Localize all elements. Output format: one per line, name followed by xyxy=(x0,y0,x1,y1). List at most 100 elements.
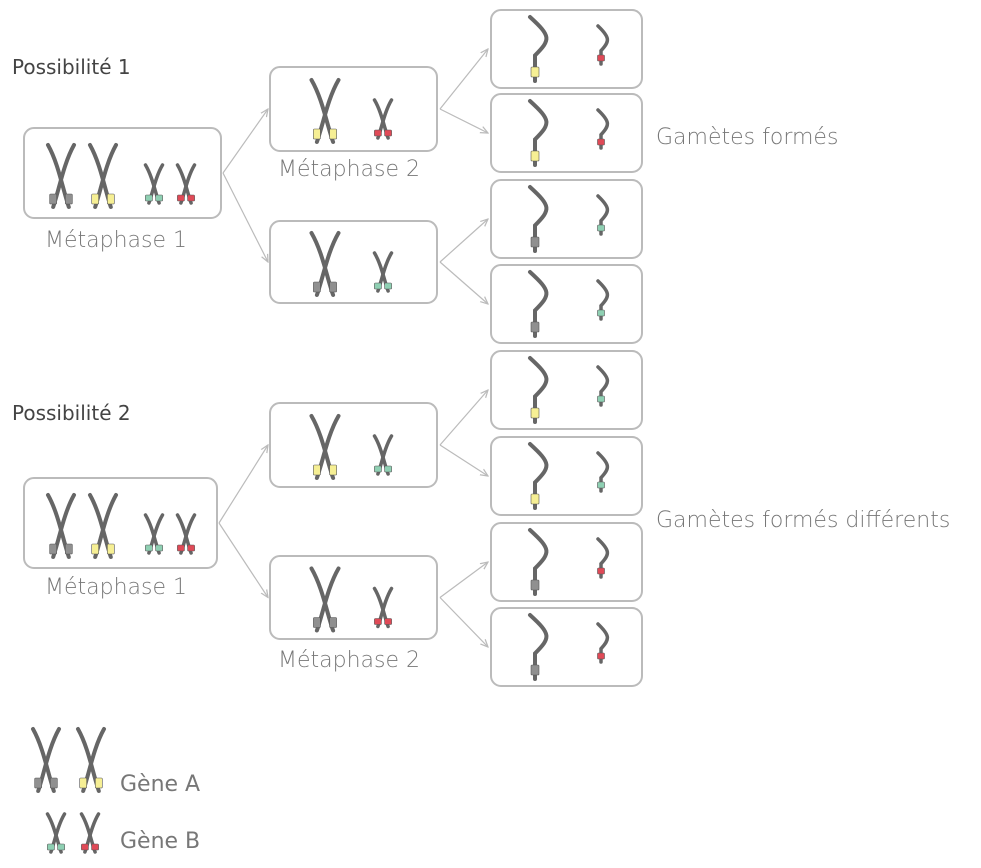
p1-gamete-1-chrom-a-allele xyxy=(530,66,540,78)
legend-chrom-b-green-allele xyxy=(57,843,65,851)
p1-m1-chrom-a1-allele xyxy=(65,193,73,205)
p1-arrow-m2-gamete-3 xyxy=(439,219,488,263)
p1-gamete-4-chrom-a-allele xyxy=(530,321,540,333)
p1-gametes-label: Gamètes formés xyxy=(656,125,839,150)
p1-metaphase-2-cell-1 xyxy=(269,66,438,152)
p2-arrow-m2-gamete-1 xyxy=(439,390,488,446)
p1-gamete-2-chrom-b-allele xyxy=(597,138,605,146)
p2-m1-chrom-a2-allele xyxy=(91,543,99,555)
p1-arrow-m2-gamete-2 xyxy=(439,108,488,133)
p2-gamete-3-chrom-b-allele xyxy=(597,567,605,575)
p2-m1-chrom-a2-allele xyxy=(107,543,115,555)
p2-gamete-1-chrom-a-allele xyxy=(530,407,540,419)
p2-m2-2-chrom-a-allele xyxy=(329,617,337,628)
p2-gamete-3-chrom-a xyxy=(528,528,549,596)
p2-gamete-4 xyxy=(490,607,643,687)
p1-m1-chrom-a2-allele xyxy=(91,193,99,205)
p1-m2-2-chrom-b-allele xyxy=(384,282,392,290)
p1-arrow-m1-m2-2 xyxy=(222,172,268,262)
p1-m1-chrom-b2-allele xyxy=(177,194,185,202)
p1-metaphase-1-label: Métaphase 1 xyxy=(45,228,188,253)
p1-gamete-4-chrom-b-allele xyxy=(597,309,605,317)
p2-m1-chrom-b2-allele xyxy=(187,544,195,552)
p1-m1-chrom-a1-allele xyxy=(49,193,58,205)
p1-m2-2-chrom-a-allele xyxy=(329,281,337,293)
possibility-1-heading: Possibilité 1 xyxy=(12,55,131,79)
p2-gamete-4-chrom-a xyxy=(528,613,549,681)
legend-chrom-a-yellow-allele xyxy=(95,777,103,789)
p1-gamete-2 xyxy=(490,93,643,173)
p2-gamete-3-chrom-a-allele xyxy=(530,579,540,591)
p2-gamete-3-chrom-b xyxy=(596,537,610,579)
p1-gamete-2-chrom-b xyxy=(596,108,610,150)
p2-arrow-m2-gamete-3 xyxy=(439,562,488,598)
p2-m2-1-chrom-a-allele xyxy=(313,464,321,476)
p2-m2-2-chrom-b-allele xyxy=(384,618,392,625)
p2-gamete-2-chrom-b xyxy=(596,451,610,493)
p2-gamete-1-chrom-a xyxy=(528,356,549,424)
legend-gene-a-label: Gène A xyxy=(120,772,201,797)
legend-gene-b-label: Gène B xyxy=(120,829,201,854)
p2-arrow-m1-m2-1 xyxy=(218,445,268,524)
legend-chrom-b-green-allele xyxy=(47,843,55,851)
p1-arrow-m1-m2-1 xyxy=(222,109,268,174)
p1-m2-1-chrom-b-allele xyxy=(374,129,382,137)
p2-gamete-2-chrom-a-allele xyxy=(530,493,540,505)
p2-gametes-label: Gamètes formés différents xyxy=(656,508,951,533)
p2-m1-chrom-b1-allele xyxy=(155,544,163,552)
p2-gamete-1-chrom-b-allele xyxy=(597,395,605,403)
legend-chrom-a-gray-allele xyxy=(34,777,43,789)
p2-metaphase-1-label: Métaphase 1 xyxy=(45,575,188,600)
p2-m2-1-chrom-b-allele xyxy=(384,465,392,473)
p1-m2-2-chrom-a-allele xyxy=(313,281,321,293)
p2-m2-1-chrom-a-allele xyxy=(329,464,337,476)
p1-m1-chrom-a2-allele xyxy=(107,193,115,205)
p2-gamete-3 xyxy=(490,522,643,602)
p1-gamete-2-chrom-a-allele xyxy=(530,150,540,162)
p2-gamete-2-chrom-b-allele xyxy=(597,481,605,489)
p1-m1-chrom-b2-allele xyxy=(187,194,195,202)
p2-metaphase-2-label: Métaphase 2 xyxy=(278,648,421,673)
p1-gamete-4-chrom-a xyxy=(528,270,549,338)
p1-gamete-3-chrom-a-allele xyxy=(530,236,540,248)
p2-m1-chrom-a1-allele xyxy=(49,543,58,555)
p1-arrow-m2-gamete-1 xyxy=(439,49,488,110)
p1-gamete-3-chrom-a xyxy=(528,185,549,253)
p1-gamete-2-chrom-a xyxy=(528,99,549,167)
p1-gamete-1-chrom-b-allele xyxy=(597,54,605,62)
p2-gamete-1 xyxy=(490,350,643,430)
p1-gamete-1-chrom-a xyxy=(528,15,549,83)
p1-gamete-3 xyxy=(490,179,643,259)
p2-gamete-4-chrom-b-allele xyxy=(597,652,605,660)
p2-metaphase-2-cell-1 xyxy=(269,402,438,488)
p1-metaphase-2-cell-2 xyxy=(269,220,438,304)
p2-metaphase-2-cell-2 xyxy=(269,555,438,640)
legend-chrom-a-gray-allele xyxy=(49,777,58,789)
p2-m2-2-chrom-b-allele xyxy=(374,618,382,625)
p1-m2-1-chrom-a-allele xyxy=(313,128,321,140)
p1-metaphase-2-label: Métaphase 2 xyxy=(278,157,421,182)
p2-arrow-m1-m2-2 xyxy=(218,522,268,598)
p1-m2-2-chrom-b-allele xyxy=(374,282,382,290)
p2-gamete-2 xyxy=(490,436,643,516)
p1-gamete-1-chrom-b xyxy=(596,24,610,66)
p2-m2-2-chrom-a-allele xyxy=(313,617,321,628)
p2-m1-chrom-b2-allele xyxy=(177,544,185,552)
possibility-2-heading: Possibilité 2 xyxy=(12,401,131,425)
p1-gamete-3-chrom-b-allele xyxy=(597,224,605,232)
p2-gamete-4-chrom-a-allele xyxy=(530,664,540,676)
p2-m1-chrom-b1-allele xyxy=(145,544,153,552)
p2-gamete-1-chrom-b xyxy=(596,365,610,407)
p2-gamete-2-chrom-a xyxy=(528,442,549,510)
p2-gamete-4-chrom-b xyxy=(596,622,610,664)
p1-arrow-m2-gamete-4 xyxy=(439,261,488,304)
p1-m2-1-chrom-b-allele xyxy=(384,129,392,137)
p1-m1-chrom-b1-allele xyxy=(155,194,163,202)
p2-m1-chrom-a1-allele xyxy=(65,543,73,555)
p1-m2-1-chrom-a-allele xyxy=(329,128,337,140)
legend-chrom-b-red-allele xyxy=(91,843,99,851)
p1-gamete-1 xyxy=(490,9,643,89)
p1-m1-chrom-b1-allele xyxy=(145,194,153,202)
p1-gamete-3-chrom-b xyxy=(596,194,610,236)
p2-m2-1-chrom-b-allele xyxy=(374,465,382,473)
